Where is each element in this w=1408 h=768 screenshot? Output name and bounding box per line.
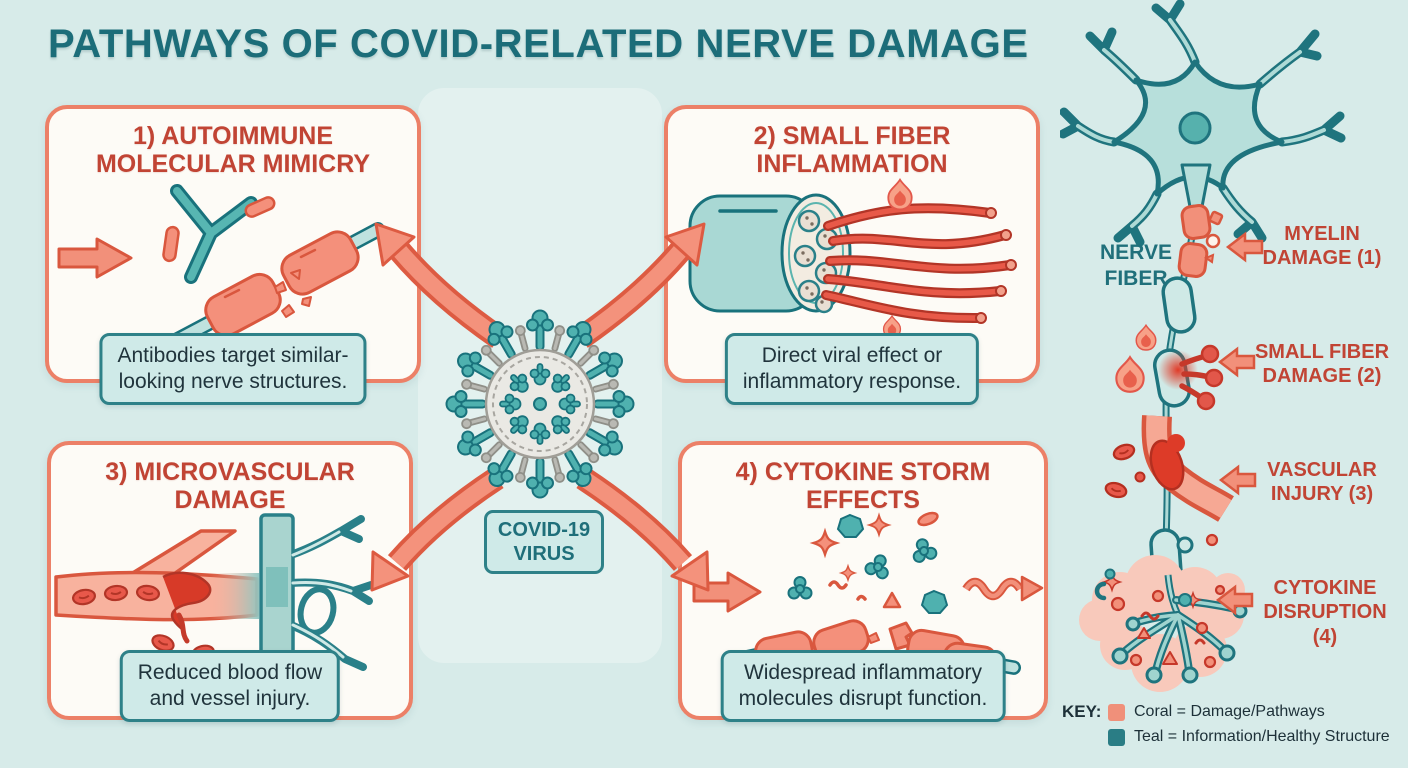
flame-icon [1135,324,1157,351]
key-entry-teal: Teal = Information/Healthy Structure [1134,728,1390,745]
center-column-highlight [418,88,662,663]
arrow-right-icon [57,237,133,279]
antibody-icon [170,184,258,284]
coral-swatch [1108,703,1125,721]
arrow-right-icon [692,571,762,613]
inflamed-fibers-icon [821,203,1017,324]
wavy-arrow-icon [962,575,1044,602]
myelin-segment [1149,528,1194,588]
box1-caption: Antibodies target similar-looking nerve … [99,332,367,405]
flame-icon [1115,356,1145,393]
arrow-left-icon [1216,232,1264,615]
key-label: KEY: [1062,702,1102,721]
teal-swatch [1108,728,1125,746]
cytokine-molecules-icon [1094,533,1226,669]
microvascular-illustration [54,513,375,683]
key-entry-coral: Coral = Damage/Pathways [1134,703,1325,720]
viral-fragment-icon [162,196,276,263]
key-legend: KEY: Coral = Damage/Pathways Teal = Info… [1062,702,1407,752]
small-fiber-illustration [688,178,1017,339]
small-fiber-damage-icon [1152,344,1224,411]
blood-vessel-icon [54,529,259,683]
damaged-nerve-icon [168,222,386,343]
cytokine-cloud [1079,555,1245,692]
autoimmune-illustration [57,184,386,343]
vascular-injury-icon [1102,415,1234,522]
flame-icon [887,178,913,211]
cytokine-molecules-icon [787,511,949,614]
page-title: PATHWAYS OF COVID-RELATED NERVE DAMAGE [48,22,1029,66]
axon-terminals-icon [1111,574,1248,684]
